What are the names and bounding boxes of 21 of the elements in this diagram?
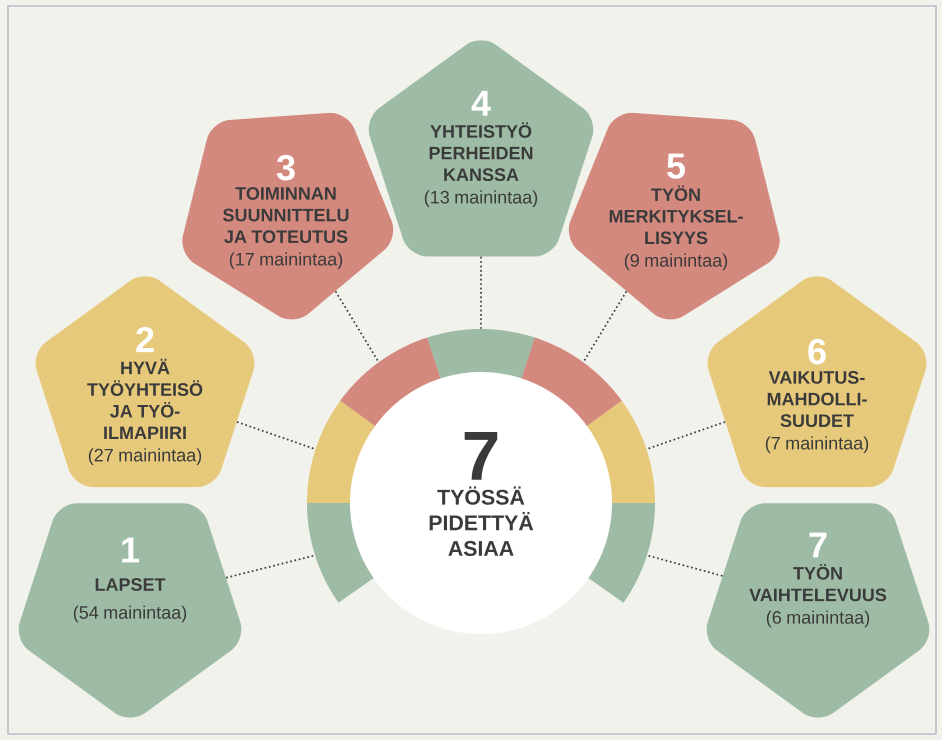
ring-segment — [584, 400, 655, 503]
ring-segment — [340, 338, 442, 428]
pentagon-card: 1 LAPSET (54 mainintaa) — [18, 503, 242, 718]
ring-segment — [586, 503, 655, 603]
ring-segment — [520, 338, 622, 428]
connector-line — [334, 290, 380, 362]
pentagon-card: 5 TYÖN MERKITYKSEL- LISYYS (9 mainintaa) — [568, 112, 780, 320]
ring-segment — [427, 329, 535, 382]
pentagon-card: 2 HYVÄ TYÖYHTEISÖ JA TYÖ- ILMAPIIRI (27 mainintaa) — [36, 276, 254, 488]
pentagon-card: 7 TYÖN VAIHTELEVUUS (6 mainintaa) — [706, 503, 930, 718]
ring-segment — [307, 400, 378, 503]
ring-segment — [307, 503, 376, 603]
connector-line — [236, 421, 316, 450]
pentagon-card: 3 TOIMINNAN SUUNNITTELU JA TOTEUTUS (17 mainintaa) — [182, 112, 394, 320]
connector-line — [582, 290, 628, 362]
connector-line — [226, 554, 315, 579]
connector-line — [480, 256, 482, 329]
pentagon-card: 4 YHTEISTYÖ PERHEIDEN KANSSA (13 mainintaa) — [368, 40, 594, 257]
pentagon-card: 6 VAIKUTUS- MAHDOLLI- SUUDET (7 mainintaa) — [708, 276, 926, 488]
connector-line — [647, 554, 723, 577]
connector-line — [646, 421, 726, 450]
